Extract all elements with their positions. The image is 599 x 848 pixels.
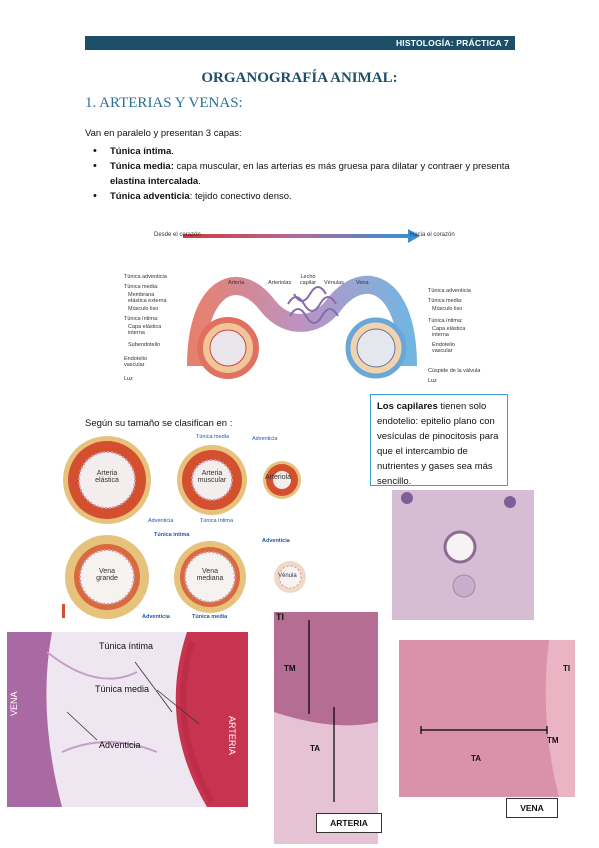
vena-label: Vena [356,280,369,286]
vessel-diagram: Desde el corazón Hacia el corazón Arteri… [118,226,490,390]
vein-tag: VENA [506,798,558,818]
classification-text: Según su tamaño se clasifican en : [85,418,233,429]
left-label: Subendotelio [128,342,161,348]
left-label: Túnica adventicia [124,274,167,280]
tunica-media-label: Túnica media [192,614,228,620]
vena-label: VENA [9,691,19,716]
medium-vein [174,541,246,613]
header-bar: HISTOLOGÍA: PRÁCTICA 7 [85,36,515,50]
section-title: 1. ARTERIAS Y VENAS: [85,95,243,111]
list-item: Túnica íntima. [93,144,513,159]
to-heart-label: Hacia el corazón [410,232,455,238]
lecho-capilar-label: Lecho capilar [299,274,317,286]
muscular-artery [177,445,247,515]
left-label: Endotelio vascular [124,356,147,368]
tunica-intima-label: Túnica íntima [99,641,154,651]
artery-micrograph: TI TM TA [274,612,378,844]
elastic-artery [63,436,151,524]
right-label: Túnica adventicia [428,288,471,294]
header-title: HISTOLOGÍA: PRÁCTICA 7 [395,38,509,48]
artery-image [274,612,378,844]
vein-micrograph: TI TM TA [399,640,575,797]
from-heart-label: Desde el corazón [154,232,201,238]
list-item: Túnica media: capa muscular, en las arte… [93,159,513,189]
arteria-label: Arteria [228,280,245,286]
capillary-image [392,490,534,620]
arteriole-label: Arteriola [265,474,292,481]
right-label: Capa elástica interna [432,326,466,338]
ta-label: TA [310,744,321,753]
left-label: Membrana elástica externa [128,292,167,304]
left-label: Músculo liso [128,306,159,312]
tunica-intima-label: Túnica íntima [154,532,190,538]
document-title: ORGANOGRAFÍA ANIMAL: [201,70,398,86]
artery-tag: ARTERIA [316,813,382,833]
left-label: Túnica íntima: [124,316,159,322]
capillaries-box: Los capilares tienen solo endotelio: epi… [370,394,508,487]
tunica-media-label: Túnica media [95,684,150,694]
large-vein [65,535,149,619]
large-vein-label: Vena grande [96,568,118,582]
list-item: Túnica adventicia: tejido conectivo dens… [93,189,513,204]
ta-label: TA [471,754,482,763]
adventicia-label: Adventicia [142,614,170,620]
elastic-artery-label: Arteria elástica [95,470,119,484]
vessels-micrograph: Túnica íntima Túnica media Adventicia VE… [7,632,248,807]
ti-label: TI [276,612,284,622]
adventicia-label: Adventicia [148,518,174,524]
muscular-artery-label: Arteria muscular [197,470,227,484]
vein-image [399,640,575,797]
layers-list: Túnica íntima. Túnica media: capa muscul… [93,144,513,204]
vessel-diagram-illustration [183,229,420,379]
adventicia-label: Adventicia [252,436,278,442]
venule-label: Vénula [278,573,297,579]
tm-label: TM [547,736,559,745]
right-label: Cúspide de la válvula [428,368,481,374]
tunica-intima-label: Túnica íntima [200,518,234,524]
right-label: Túnica íntima: [428,318,463,324]
vessel-types-illustration [62,436,306,619]
tunica-media-label: Túnica media [196,434,230,440]
venulas-label: Vénulas [324,280,344,286]
adventicia-label: Adventicia [262,538,290,544]
arteriole [263,461,301,499]
right-label: Túnica media: [428,298,463,304]
vessel-types-diagram: Arteria elástica Arteria muscular Arteri… [62,432,312,622]
capillary-micrograph [392,490,534,620]
left-label: Túnica media: [124,284,159,290]
adventicia-label: Adventicia [99,740,141,750]
right-label: Músculo liso [432,306,463,312]
intro-text: Van en paralelo y presentan 3 capas: [85,128,242,139]
left-label: Capa elástica interna [128,324,162,336]
medium-vein-label: Vena mediana [196,568,224,582]
ti-label: TI [563,664,571,673]
vessels-micrograph-image [7,632,248,807]
left-label: Luz [124,376,133,382]
right-label: Luz [428,378,437,384]
arteria-label: ARTERIA [227,716,237,755]
tm-label: TM [284,664,296,673]
right-label: Endotelio vascular [432,342,455,354]
venule [274,561,306,593]
arteriolas-label: Arteriolas [268,280,292,286]
